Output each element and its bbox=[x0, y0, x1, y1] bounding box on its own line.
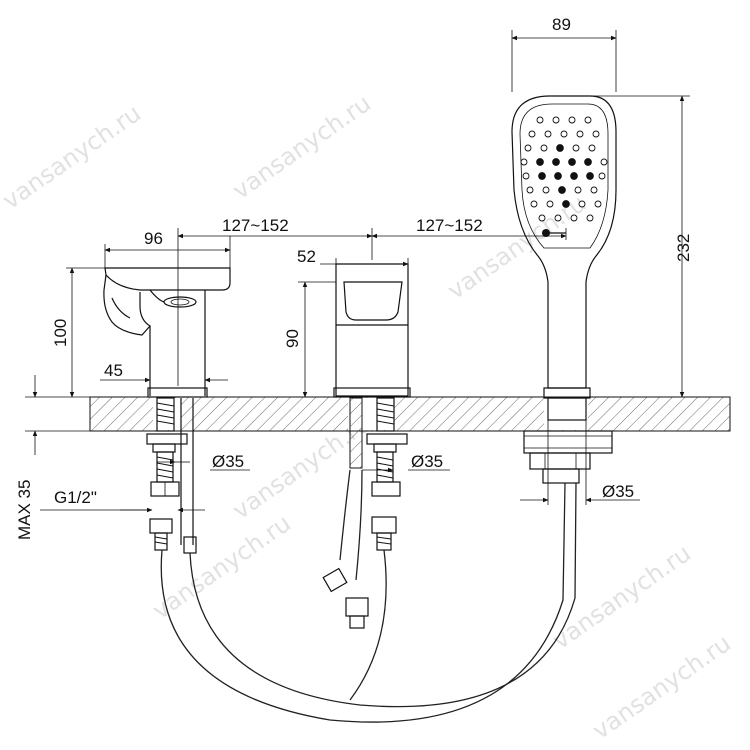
watermark-4: vansanych.ru bbox=[147, 509, 296, 625]
nozzle bbox=[578, 200, 586, 208]
dim-shower-height: 232 bbox=[674, 234, 693, 262]
nozzle bbox=[592, 130, 600, 138]
dimension-lines: 89 232 96 127~152 127~152 52 90 100 bbox=[15, 15, 693, 540]
shower-nozzles bbox=[520, 116, 608, 222]
nozzle bbox=[572, 144, 580, 152]
nozzle bbox=[542, 186, 550, 194]
dim-valve-height: 90 bbox=[283, 329, 302, 348]
countertop bbox=[89, 396, 731, 432]
dim-valve-width: 52 bbox=[297, 247, 316, 266]
dim-thread: G1/2" bbox=[54, 488, 97, 507]
nozzle bbox=[530, 200, 538, 208]
dim-shower-width: 89 bbox=[552, 15, 571, 34]
nozzle bbox=[574, 186, 582, 194]
nozzle bbox=[554, 214, 562, 222]
watermark-5: vansanych.ru bbox=[547, 539, 696, 655]
nozzle bbox=[558, 186, 566, 194]
nozzle bbox=[524, 144, 532, 152]
dim-hole-right: Ø35 bbox=[602, 482, 634, 501]
nozzle bbox=[576, 130, 584, 138]
dim-hole-left: Ø35 bbox=[212, 452, 244, 471]
nozzle bbox=[528, 130, 536, 138]
nozzle bbox=[586, 172, 594, 180]
nozzle bbox=[584, 158, 592, 166]
nozzle bbox=[586, 214, 594, 222]
dim-spacing-right: 127~152 bbox=[416, 216, 483, 235]
watermark-7: vansanych.ru bbox=[227, 89, 376, 205]
nozzle bbox=[584, 116, 592, 124]
dim-spout-base: 45 bbox=[104, 361, 123, 380]
nozzle bbox=[538, 172, 546, 180]
nozzle bbox=[520, 158, 528, 166]
nozzle bbox=[554, 172, 562, 180]
nozzle bbox=[570, 172, 578, 180]
hand-shower bbox=[511, 95, 617, 484]
nozzle bbox=[568, 158, 576, 166]
spout bbox=[103, 267, 231, 554]
nozzle bbox=[590, 186, 598, 194]
dim-max-thickness: MAX 35 bbox=[15, 480, 34, 540]
nozzle bbox=[594, 200, 602, 208]
watermark-6: vansanych.ru bbox=[587, 629, 736, 745]
nozzle bbox=[552, 116, 560, 124]
nozzle bbox=[588, 144, 596, 152]
nozzle bbox=[562, 200, 570, 208]
nozzle bbox=[536, 116, 544, 124]
dim-spout-width: 96 bbox=[144, 229, 163, 248]
watermark-1: vansanych.ru bbox=[0, 99, 146, 215]
dim-spout-height: 100 bbox=[51, 319, 70, 347]
nozzle bbox=[526, 186, 534, 194]
nozzle bbox=[560, 130, 568, 138]
nozzle bbox=[556, 144, 564, 152]
nozzle bbox=[600, 158, 608, 166]
nozzle bbox=[598, 172, 606, 180]
nozzle bbox=[570, 214, 578, 222]
nozzle bbox=[522, 172, 530, 180]
dim-hole-middle: Ø35 bbox=[411, 452, 443, 471]
dim-spacing-left: 127~152 bbox=[222, 216, 289, 235]
valve bbox=[322, 263, 411, 629]
hoses bbox=[160, 482, 577, 723]
nozzle bbox=[546, 200, 554, 208]
nozzle bbox=[568, 116, 576, 124]
spout-thread bbox=[156, 402, 175, 425]
nozzle bbox=[544, 130, 552, 138]
nozzle bbox=[538, 214, 546, 222]
nozzle bbox=[540, 144, 548, 152]
nozzle bbox=[536, 158, 544, 166]
nozzle bbox=[552, 158, 560, 166]
